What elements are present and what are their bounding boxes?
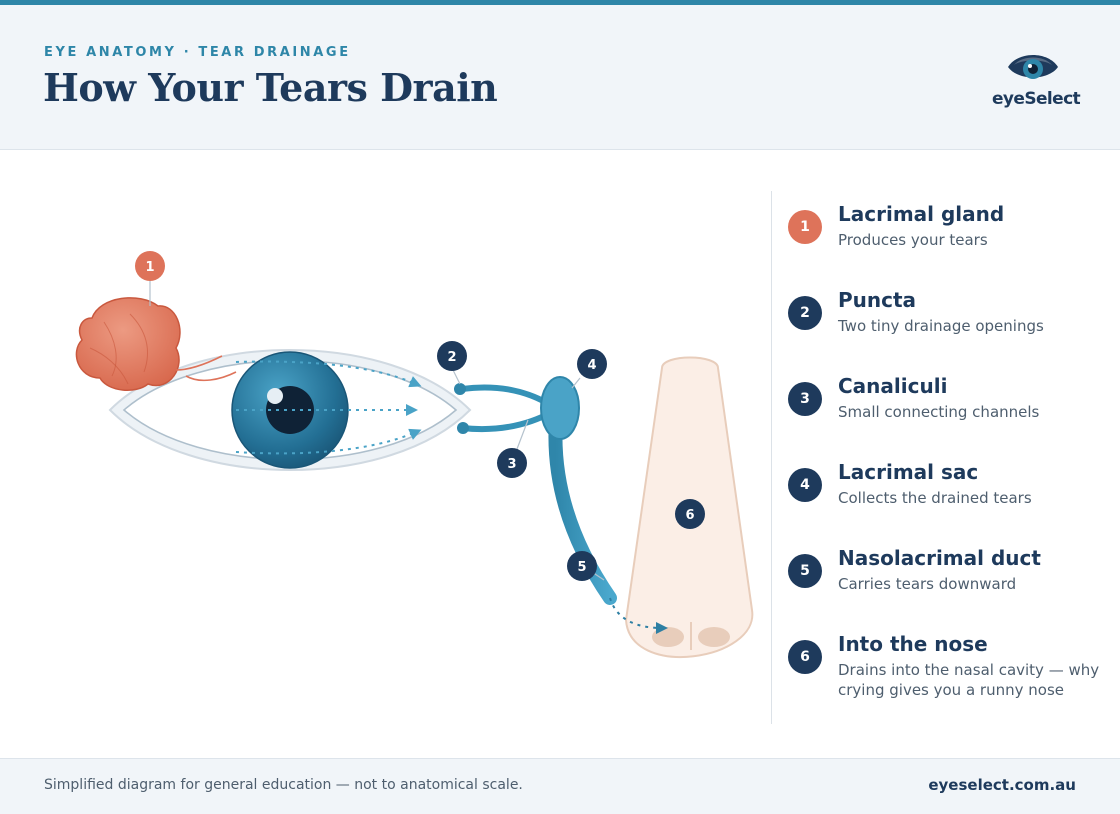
nasolacrimal-duct — [548, 413, 617, 605]
legend-title: Lacrimal sac — [838, 460, 979, 484]
svg-text:4: 4 — [587, 358, 596, 373]
legend-title: Canaliculi — [838, 374, 948, 398]
legend-number: 2 — [788, 296, 822, 330]
legend-description: Small connecting channels — [838, 403, 1040, 421]
legend-item-nasolacrimal-duct: 5 Nasolacrimal duct Carries tears downwa… — [788, 546, 1108, 626]
upper-punctum — [454, 383, 466, 395]
legend-title: Lacrimal gland — [838, 202, 1005, 226]
top-accent-bar — [0, 0, 1120, 5]
svg-text:6: 6 — [685, 508, 694, 523]
legend-description: Drains into the nasal cavity — why cryin… — [838, 661, 1100, 699]
legend-title: Puncta — [838, 288, 917, 312]
legend-item-lacrimal-sac: 4 Lacrimal sac Collects the drained tear… — [788, 460, 1108, 540]
legend-item-lacrimal-gland: 1 Lacrimal gland Produces your tears — [788, 202, 1108, 282]
legend-number: 5 — [788, 554, 822, 588]
svg-text:1: 1 — [145, 260, 154, 275]
lower-punctum — [457, 422, 469, 434]
page-title: How Your Tears Drain — [43, 65, 498, 110]
page-footer: Simplified diagram for general education… — [0, 758, 1120, 814]
legend-item-canaliculi: 3 Canaliculi Small connecting channels — [788, 374, 1108, 454]
legend-description: Two tiny drainage openings — [838, 317, 1044, 335]
marker-4[interactable]: 4 — [577, 349, 607, 379]
legend-description: Collects the drained tears — [838, 489, 1032, 507]
left-nostril — [652, 627, 684, 647]
tear-drainage-diagram: 1 2 3 4 5 6 — [75, 251, 754, 658]
legend-title: Into the nose — [838, 632, 988, 656]
footer-disclaimer: Simplified diagram for general education… — [44, 777, 523, 793]
legend-title: Nasolacrimal duct — [838, 546, 1041, 570]
lacrimal-gland — [75, 297, 237, 391]
page-header: EYE ANATOMY · TEAR DRAINAGE How Your Tea… — [0, 5, 1120, 150]
lacrimal-sac — [540, 376, 580, 440]
svg-text:5: 5 — [577, 560, 586, 575]
tear-flow-arrows — [235, 360, 422, 455]
right-nostril — [698, 627, 730, 647]
marker-1[interactable]: 1 — [135, 251, 165, 281]
legend-number: 3 — [788, 382, 822, 416]
legend-divider — [771, 191, 772, 724]
marker-2[interactable]: 2 — [437, 341, 467, 371]
marker-5[interactable]: 5 — [567, 551, 597, 581]
svg-text:3: 3 — [507, 457, 516, 472]
legend-description: Carries tears downward — [838, 575, 1017, 593]
legend-number: 1 — [788, 210, 822, 244]
eye-logo-icon — [1008, 55, 1058, 79]
svg-text:2: 2 — [447, 350, 456, 365]
legend-item-puncta: 2 Puncta Two tiny drainage openings — [788, 288, 1108, 368]
marker-6[interactable]: 6 — [675, 499, 705, 529]
marker-3[interactable]: 3 — [497, 448, 527, 478]
legend-number: 6 — [788, 640, 822, 674]
iris — [231, 351, 349, 469]
eye-highlight — [267, 388, 283, 404]
legend-description: Produces your tears — [838, 231, 988, 249]
legend-item-into-the-nose: 6 Into the nose Drains into the nasal ca… — [788, 632, 1108, 712]
logo-wordmark: eyeSelect — [992, 89, 1081, 109]
drain-arrow — [609, 597, 668, 634]
eyebrow-label: EYE ANATOMY · TEAR DRAINAGE — [44, 45, 351, 60]
footer-website-link[interactable]: eyeselect.com.au — [928, 776, 1076, 794]
eyeselect-logo[interactable]: eyeSelect — [986, 45, 1086, 115]
legend-number: 4 — [788, 468, 822, 502]
